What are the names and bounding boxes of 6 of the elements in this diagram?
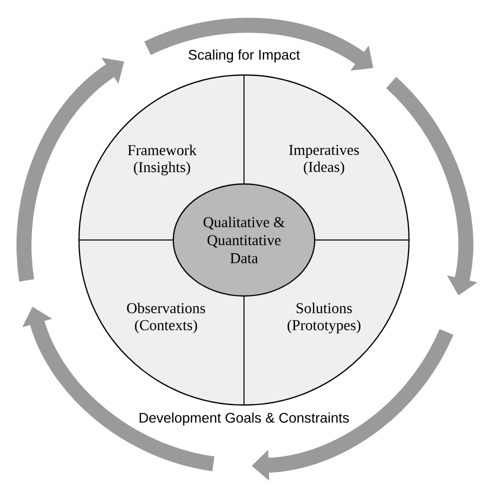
node-label: Framework (Insights): [128, 144, 197, 176]
cycle-label: Development Goals & Constraints: [140, 412, 349, 426]
node-label: Imperatives (Ideas): [289, 144, 359, 176]
node-label: Solutions (Prototypes): [288, 302, 360, 334]
cycle-label: Scaling for Impact: [188, 49, 300, 63]
node-label: Observations (Contexts): [127, 302, 206, 334]
